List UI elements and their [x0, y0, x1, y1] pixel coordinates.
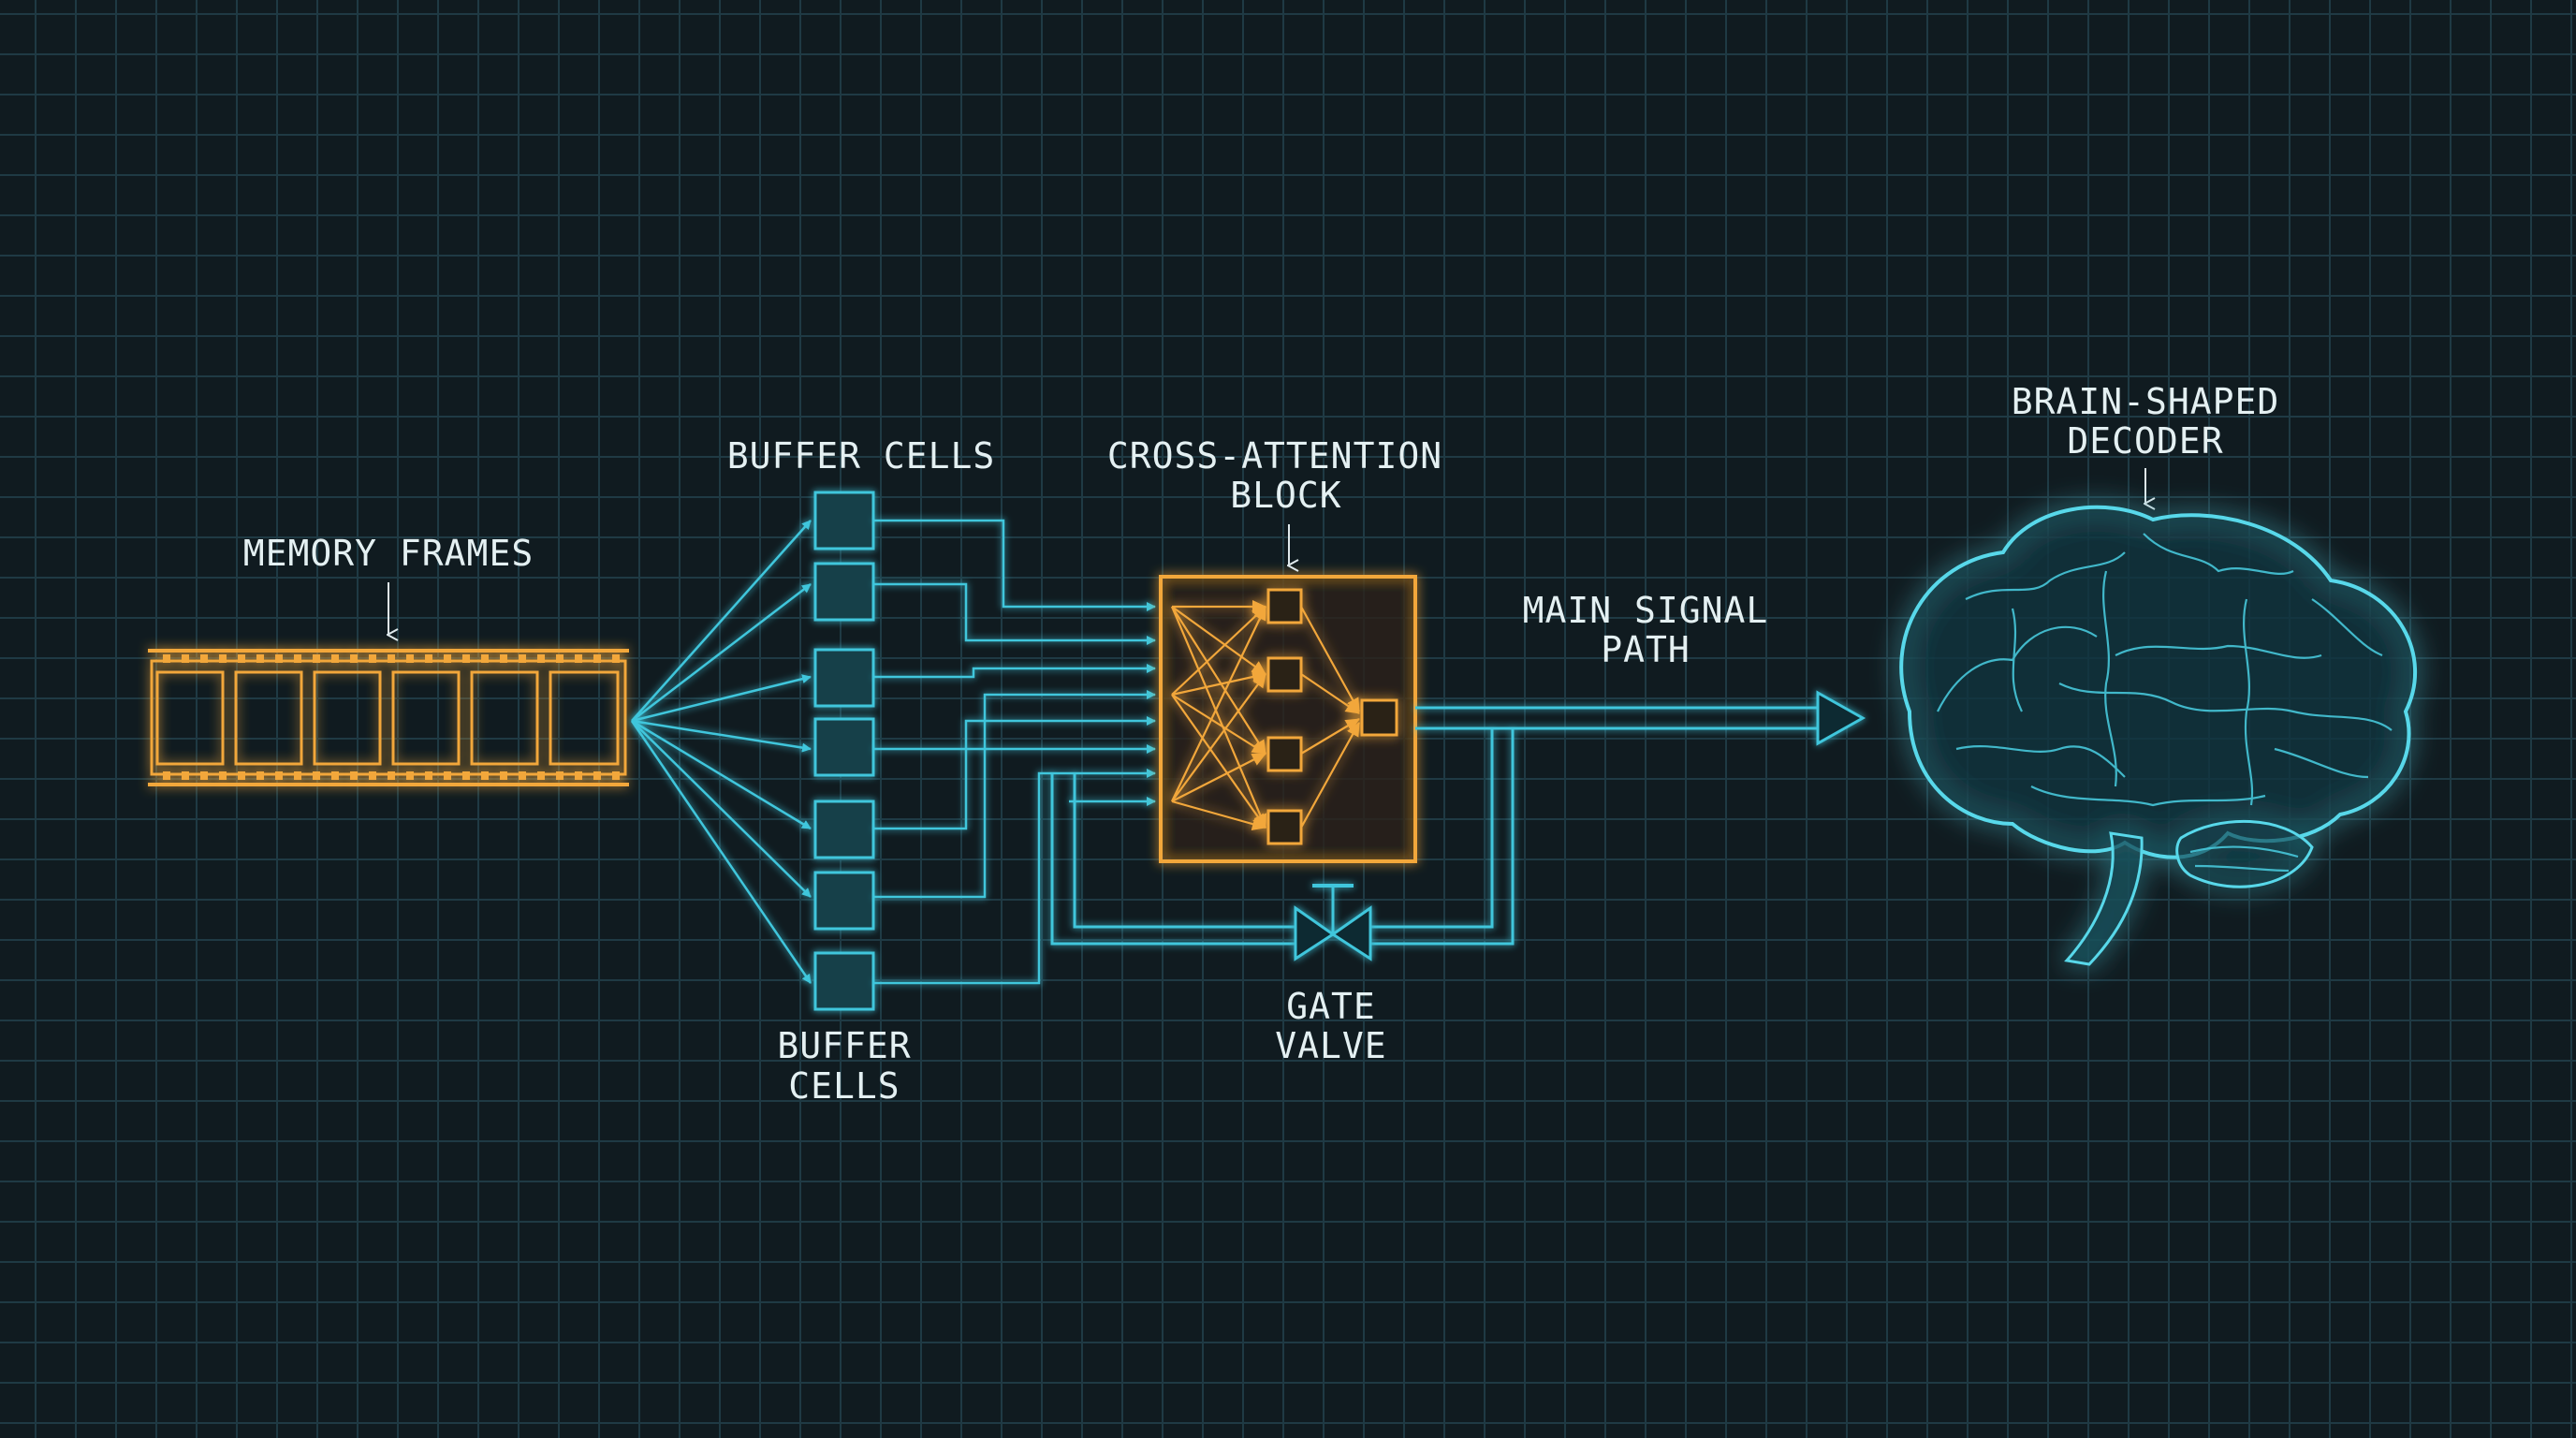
brain-gyri — [1937, 533, 2393, 873]
attention-output-node — [1360, 698, 1398, 737]
buffer-to-attention-connectors — [873, 519, 1156, 985]
gate-valve-label-line2: VALVE — [1275, 1025, 1386, 1066]
film-sprocket-holes-top — [163, 654, 620, 663]
buffer-cell — [813, 800, 875, 859]
attention-network — [1170, 588, 1398, 845]
attention-node — [1266, 656, 1303, 693]
buffer-cell — [813, 648, 875, 708]
attention-node — [1266, 588, 1303, 624]
feedback-loop — [1050, 728, 1515, 946]
memory-frames-label: MEMORY FRAMES — [243, 533, 534, 574]
buffer-cells-bottom-label-line1: BUFFER — [777, 1025, 911, 1066]
buffer-cells-bottom-label-line2: CELLS — [788, 1065, 900, 1107]
buffer-cells-top-label: BUFFER CELLS — [727, 435, 996, 477]
buffer-cell — [813, 871, 875, 931]
buffer-cell — [813, 951, 875, 1011]
attention-node — [1266, 736, 1303, 772]
decoder-label-line1: BRAIN-SHAPED — [2012, 381, 2280, 422]
main-signal-label-line1: MAIN SIGNAL — [1523, 590, 1769, 631]
gate-valve-label-line1: GATE — [1286, 986, 1376, 1027]
buffer-cell — [813, 491, 875, 550]
decoder-label-line2: DECODER — [2067, 420, 2223, 462]
attention-node — [1266, 809, 1303, 845]
buffer-cells-column — [813, 491, 875, 1011]
main-signal-label-line2: PATH — [1601, 629, 1690, 670]
gate-valve-icon — [1294, 884, 1372, 961]
film-sprocket-holes-bottom — [163, 771, 620, 780]
fan-out-connectors — [630, 520, 812, 984]
cross-attention-block — [1159, 575, 1417, 863]
film-strip-icon — [148, 649, 629, 786]
film-frames — [155, 670, 620, 766]
brain-icon — [1899, 505, 2417, 966]
buffer-cell — [813, 562, 875, 622]
main-signal-path — [1415, 690, 1866, 746]
cross-attention-label-line2: BLOCK — [1230, 475, 1341, 516]
cross-attention-label-line1: CROSS-ATTENTION — [1107, 435, 1442, 477]
buffer-cell — [813, 717, 875, 777]
